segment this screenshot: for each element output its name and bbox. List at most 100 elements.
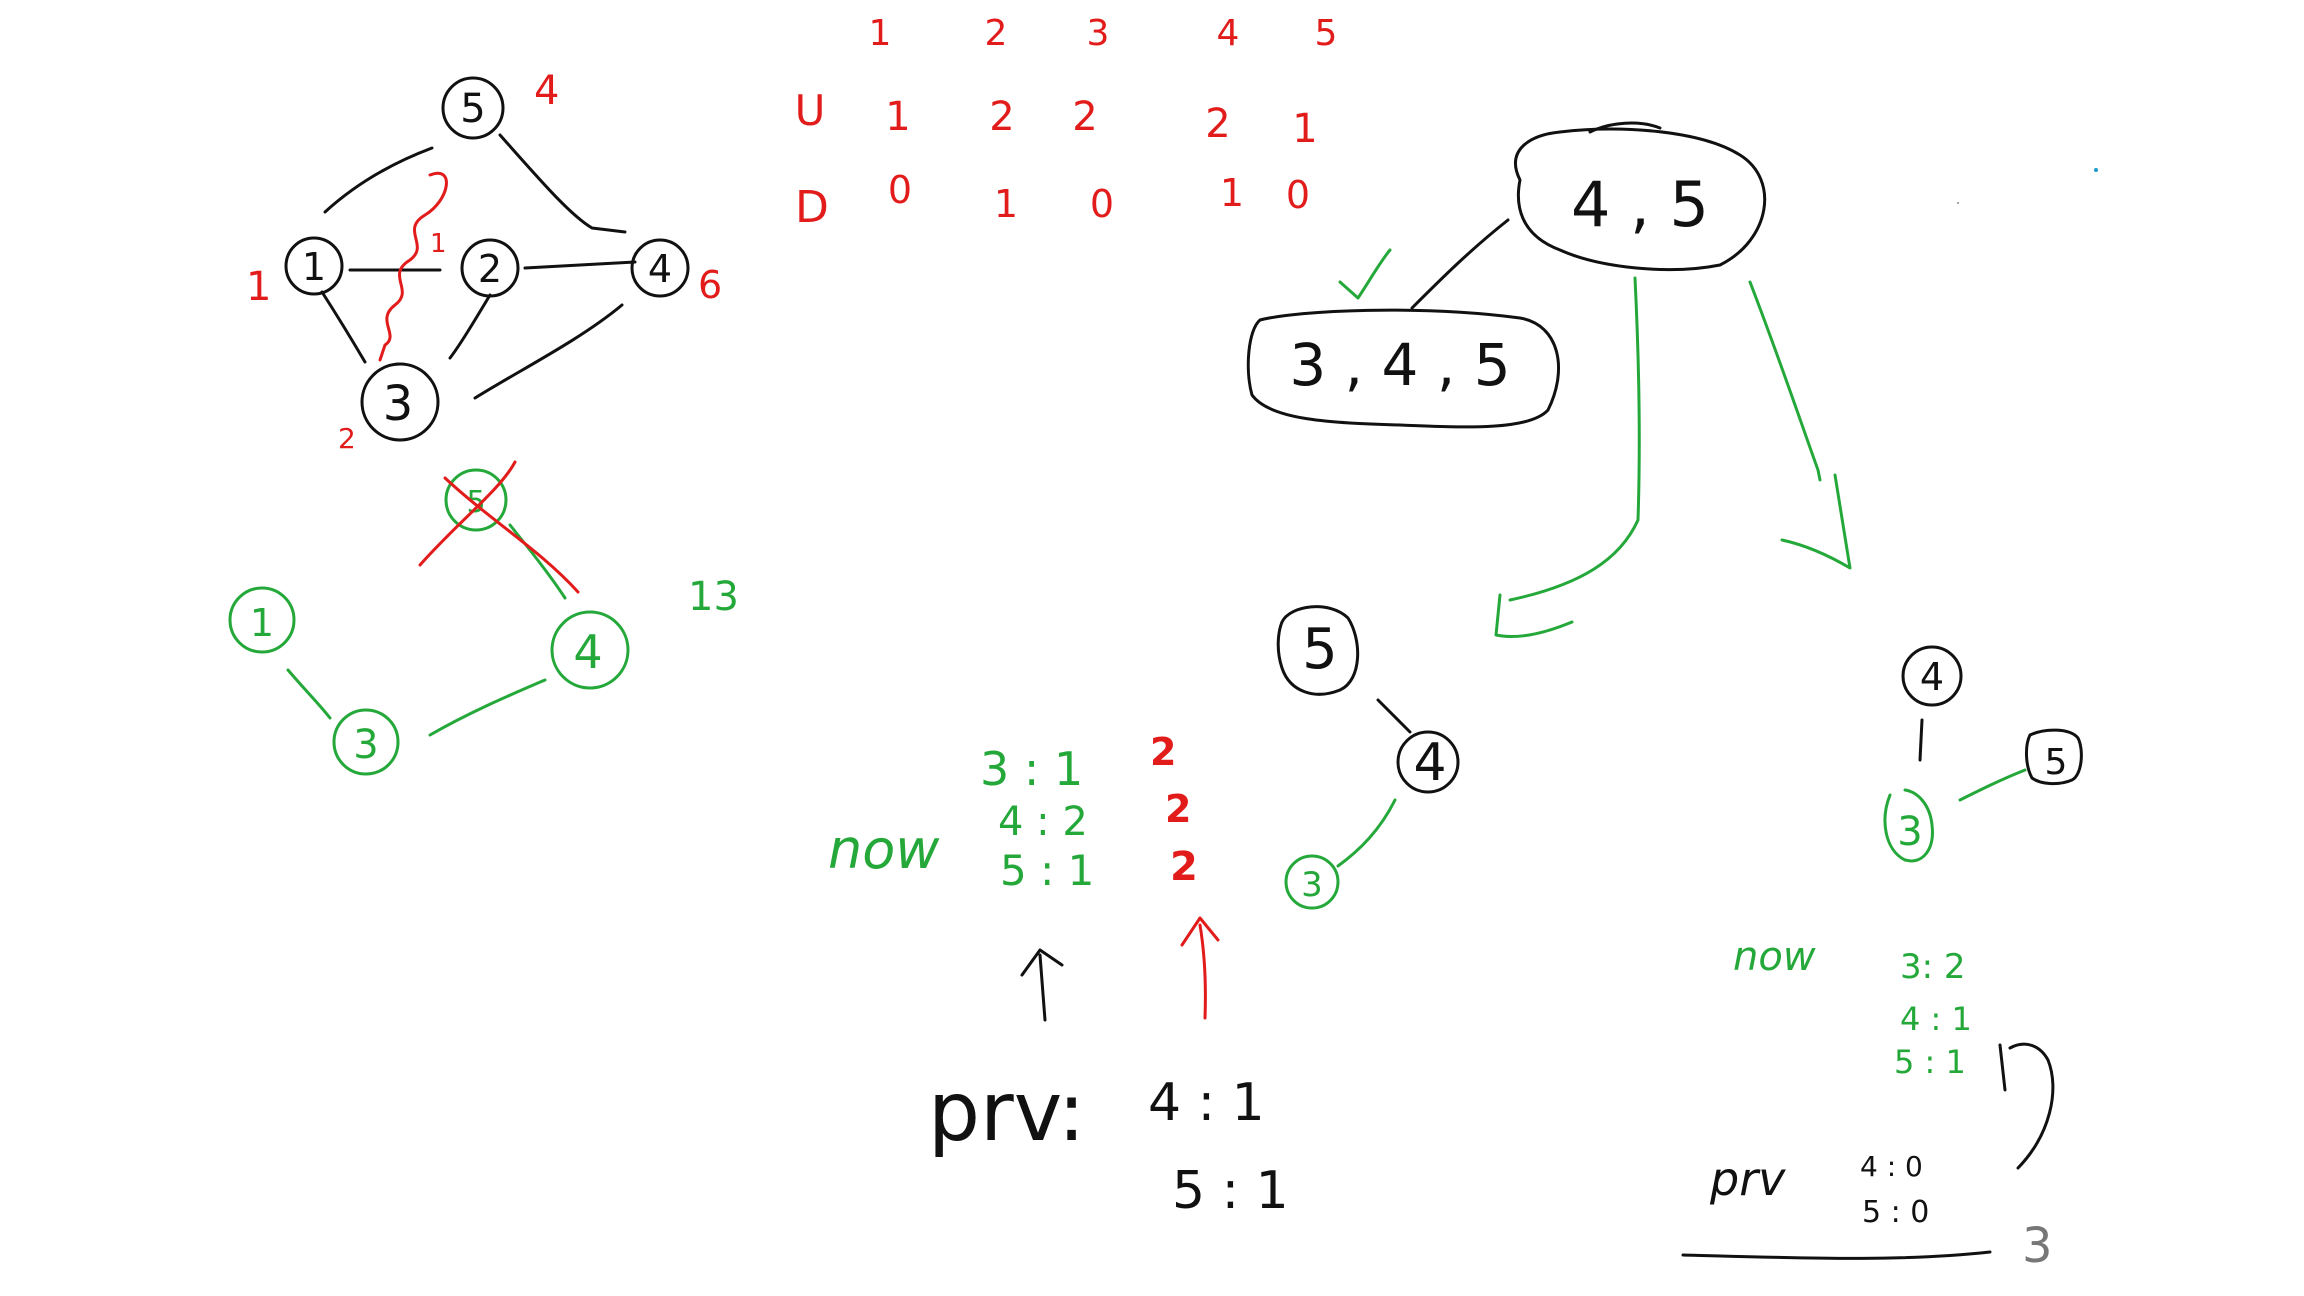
right-tree-edge-4-3 [1918, 718, 1924, 762]
now-left-label: now [828, 818, 940, 881]
right-tree-top-label: 4 [1920, 655, 1944, 699]
table-header-2: 2 [985, 13, 1008, 54]
now-right-row-3: 5 : 1 [1894, 1043, 1966, 1081]
arrow-root-right-head [1780, 473, 1852, 570]
now-right-label: now [1733, 934, 1816, 980]
table-header-4: 4 [1217, 13, 1240, 54]
edge-2-3 [448, 293, 492, 360]
mid-tree-edge-4-3 [1336, 798, 1397, 868]
check-mark [1338, 248, 1392, 300]
tree-node-1 [228, 586, 296, 654]
graph-node-4 [630, 238, 690, 298]
prv-right-label: prv [1709, 1152, 1786, 1206]
weight-node-1: 1 [246, 264, 271, 310]
left-node-label: 3 , 4 , 5 [1289, 331, 1510, 399]
now-left-row-3: 5 : 1 [1000, 846, 1094, 895]
graph-node-3 [360, 362, 440, 442]
now-left-red-1: 2 [1150, 730, 1176, 774]
edge-2-4 [523, 260, 637, 270]
weight-node-3: 2 [338, 422, 356, 455]
graph-node-2 [460, 238, 520, 298]
arrow-root-middle-head [1494, 593, 1574, 639]
ud-table: 1 2 3 4 5 U 1 2 2 2 1 D 0 1 0 1 0 [795, 13, 1338, 233]
tree-node-4 [550, 610, 630, 690]
row-u-value-3: 2 [1072, 94, 1097, 140]
tree-node-5 [444, 468, 508, 532]
weight-node-2: 1 [430, 229, 447, 259]
row-d-value-5: 0 [1286, 173, 1310, 217]
table-header-3: 3 [1087, 13, 1110, 54]
weighted-graph: 5 1 2 4 3 4 1 1 6 2 [246, 68, 722, 455]
row-u-value-4: 2 [1205, 101, 1230, 147]
now-prv-right: now 3: 2 4 : 1 5 : 1 prv 4 : 0 5 : 0 3 [1681, 934, 2055, 1274]
now-prv-left: now 3 : 1 4 : 2 5 : 1 2 2 2 prv: 4 : 1 5… [828, 730, 1289, 1221]
spanning-tree: 5 1 4 3 13 [228, 460, 739, 776]
right-tree-node-5 [2025, 728, 2083, 786]
up-arrow-red [1180, 916, 1220, 1020]
row-d-label: D [795, 182, 829, 233]
prv-left-row-1: 4 : 1 [1148, 1073, 1265, 1133]
edge-4-3 [473, 303, 624, 400]
row-d-value-1: 0 [888, 168, 912, 212]
left-node-shape [1246, 308, 1561, 429]
graph-node-1-label: 1 [302, 245, 326, 289]
prv-right-row-1: 4 : 0 [1860, 1150, 1923, 1183]
cut-squiggle [378, 171, 448, 362]
mid-tree-edge-5-4 [1376, 698, 1412, 734]
sum-underline [1681, 1250, 1992, 1260]
now-left-row-1: 3 : 1 [980, 742, 1083, 796]
weight-node-4: 6 [698, 263, 722, 307]
row-d-value-3: 0 [1090, 182, 1114, 226]
row-u-value-1: 1 [885, 94, 910, 140]
right-tree-side-label: 5 [2045, 742, 2068, 783]
tree-edge-5-4 [508, 523, 567, 600]
mid-tree-node-4 [1396, 730, 1460, 794]
tree-node-1-label: 1 [250, 601, 274, 645]
graph-node-4-label: 4 [648, 247, 672, 291]
mid-tree-top-label: 5 [1302, 617, 1338, 682]
now-left-red-2: 2 [1165, 787, 1191, 831]
edge-5-4 [498, 133, 627, 234]
cross-out-node-5b [443, 476, 580, 594]
mid-tree-mid-label: 4 [1413, 733, 1446, 793]
graph-node-5 [441, 76, 505, 140]
graph-node-2-label: 2 [478, 247, 502, 291]
row-d-value-4: 1 [1220, 171, 1244, 215]
curve-arrow-right [1998, 1042, 2055, 1170]
tree-edge-3-4 [428, 678, 547, 737]
arrow-root-right [1748, 280, 1822, 482]
graph-node-1 [284, 236, 344, 296]
now-left-red-3: 2 [1170, 844, 1198, 890]
row-d-value-2: 1 [994, 182, 1018, 226]
tree-total: 13 [688, 574, 739, 620]
decision-tree: 4 , 5 3 , 4 , 5 5 4 3 4 5 3 [1246, 121, 2083, 910]
stray-dot [2094, 168, 2098, 172]
edge-1-5 [323, 146, 434, 214]
up-arrow-black [1020, 948, 1064, 1022]
row-u-value-2: 2 [989, 94, 1014, 140]
stray-dot [1957, 202, 1959, 204]
row-u-value-5: 1 [1292, 106, 1317, 152]
prv-left-label: prv: [928, 1065, 1085, 1160]
row-u-label: U [795, 86, 826, 135]
arrow-root-middle [1508, 276, 1641, 602]
table-header-1: 1 [869, 13, 892, 54]
now-right-row-2: 4 : 1 [1900, 1000, 1972, 1038]
tree-node-3 [332, 708, 400, 776]
mid-tree-node-3 [1284, 854, 1340, 910]
tree-edge-1-3 [286, 668, 332, 720]
now-left-row-2: 4 : 2 [998, 799, 1088, 845]
edge-root-left [1410, 218, 1510, 310]
graph-node-5-label: 5 [460, 86, 485, 132]
right-tree-bottom-label: 3 [1897, 809, 1922, 855]
prv-left-row-2: 5 : 1 [1172, 1161, 1289, 1221]
prv-right-result: 3 [2022, 1218, 2053, 1274]
right-tree-edge-5-3 [1958, 768, 2027, 802]
root-node-shape [1514, 127, 1767, 272]
mid-tree-node-5 [1276, 605, 1360, 696]
weight-node-5: 4 [534, 68, 559, 114]
table-header-5: 5 [1315, 13, 1338, 54]
now-right-row-1: 3: 2 [1900, 947, 1966, 987]
edge-1-3 [320, 290, 367, 364]
